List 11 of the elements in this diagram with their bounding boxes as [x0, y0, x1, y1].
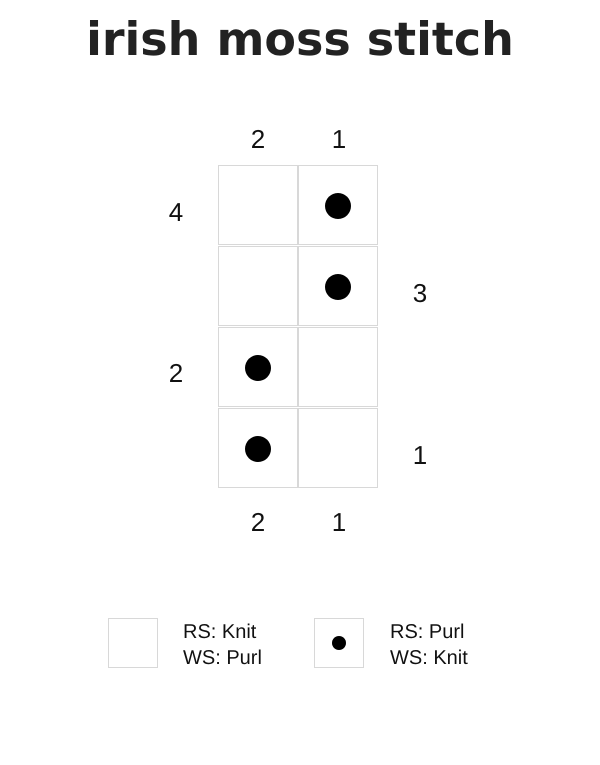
column-number: 2: [250, 124, 266, 154]
row-number: 1: [412, 440, 428, 470]
row-number: 2: [168, 358, 184, 388]
chart-title: irish moss stitch: [85, 12, 515, 66]
legend-text: RS: Knit WS: Purl: [183, 620, 263, 671]
column-number: 1: [330, 507, 348, 537]
column-number: 2: [250, 507, 266, 537]
row-number: 4: [168, 197, 184, 227]
row-number: 3: [412, 278, 428, 308]
column-number: 1: [330, 124, 348, 154]
legend-text: RS: Purl WS: Knit: [390, 620, 469, 671]
